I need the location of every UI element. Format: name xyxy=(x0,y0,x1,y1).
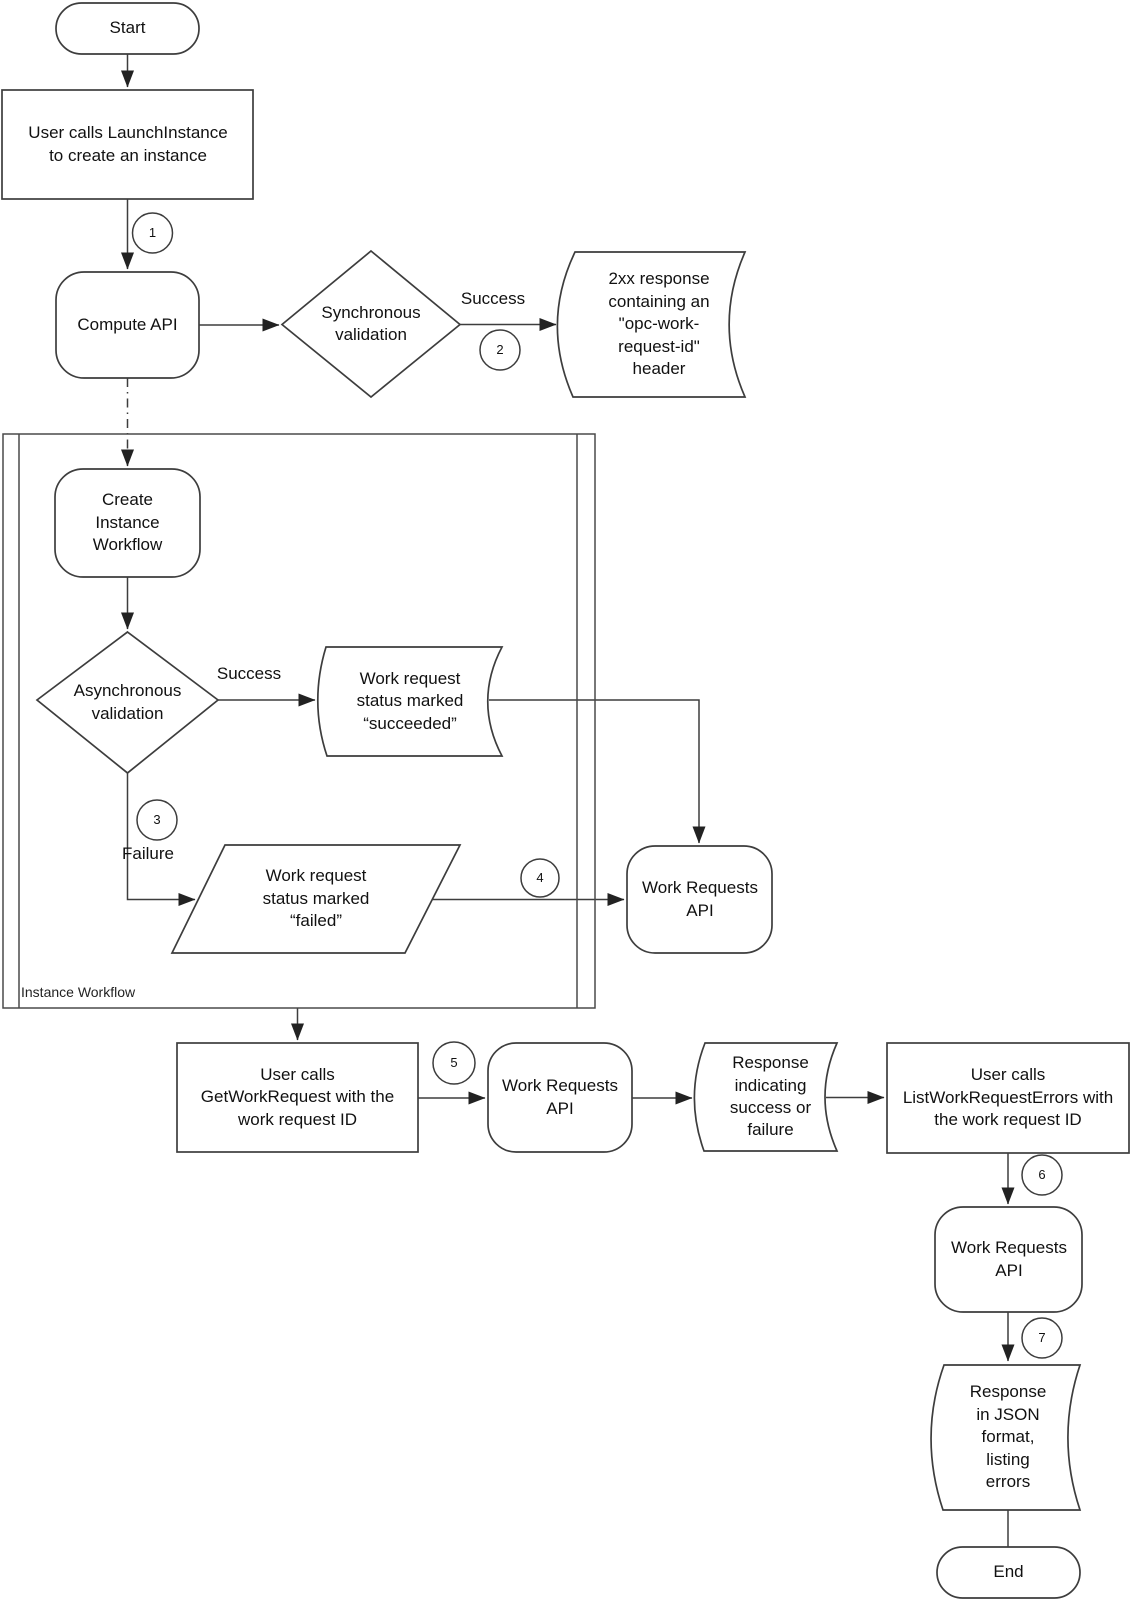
instance-workflow-container xyxy=(2,433,596,1009)
work-requests-api-1-shape xyxy=(626,845,773,954)
sync-validation-diamond xyxy=(280,249,462,399)
response-2xx-stored-data-shape xyxy=(556,251,747,398)
list-work-request-errors-shape xyxy=(886,1042,1130,1154)
start-label: Start xyxy=(109,18,146,38)
compute-api-label: Compute API xyxy=(77,314,178,334)
work-requests-api-3-label: Work Requests API xyxy=(951,1238,1067,1280)
step-marker-6: 6 xyxy=(1038,1167,1046,1183)
step-circle-6 xyxy=(1021,1154,1063,1196)
async-validation-diamond xyxy=(35,630,220,775)
get-work-request-shape xyxy=(176,1042,419,1153)
step-circle-4 xyxy=(520,858,560,898)
create-workflow-shape xyxy=(54,468,201,578)
end-label: End xyxy=(993,1562,1024,1582)
response-json-label: Response in JSON format, listing errors xyxy=(969,1382,1047,1492)
start-shape xyxy=(55,2,200,55)
response-json-stored-data-shape xyxy=(930,1364,1082,1511)
failed-label: Work request status marked “failed” xyxy=(262,866,370,931)
edge-label-success-sync: Success xyxy=(460,288,526,308)
get-work-request-label: User calls GetWorkRequest with the work … xyxy=(200,1064,395,1129)
response-2xx-label: 2xx response containing an "opc-work-req… xyxy=(608,269,710,379)
response-status-label: Response indicating success or failure xyxy=(729,1053,812,1140)
launch-instance-shape xyxy=(1,89,254,200)
end-shape xyxy=(936,1546,1081,1599)
step-marker-5: 5 xyxy=(450,1055,458,1071)
sync-validation-label: Synchronous validation xyxy=(321,302,421,344)
compute-api-shape xyxy=(55,271,200,379)
launch-instance-label: User calls LaunchInstance to create an i… xyxy=(28,123,228,165)
step-circle-7 xyxy=(1021,1317,1063,1359)
create-workflow-label: Create Instance Workflow xyxy=(92,490,163,555)
edge-label-success-async: Success xyxy=(216,663,282,683)
step-marker-7: 7 xyxy=(1038,1330,1046,1346)
list-work-request-errors-label: User calls ListWorkRequestErrors with th… xyxy=(902,1065,1114,1130)
step-marker-1: 1 xyxy=(148,225,157,241)
step-circle-5 xyxy=(432,1041,476,1085)
work-requests-api-1-label: Work Requests API xyxy=(642,878,758,920)
step-marker-2: 2 xyxy=(496,342,504,358)
step-marker-4: 4 xyxy=(536,870,544,886)
connector-succeeded-wrapi1 xyxy=(489,699,706,844)
connector-async-failed xyxy=(126,773,196,906)
step-marker-3: 3 xyxy=(153,812,161,828)
succeeded-label: Work request status marked “succeeded” xyxy=(356,668,464,733)
work-requests-api-2-label: Work Requests API xyxy=(502,1076,618,1118)
step-circle-3 xyxy=(136,799,178,841)
work-requests-api-3-shape xyxy=(934,1206,1083,1313)
response-status-stored-data-shape xyxy=(693,1042,839,1152)
instance-workflow-container-label: Instance Workflow xyxy=(21,984,136,1000)
async-validation-label: Asynchronous validation xyxy=(73,681,182,723)
succeeded-stored-data-shape xyxy=(317,646,504,757)
edge-label-failure: Failure xyxy=(122,843,174,863)
work-requests-api-2-shape xyxy=(487,1042,633,1153)
step-circle-1 xyxy=(131,212,174,254)
failed-parallelogram xyxy=(170,844,462,954)
step-circle-2 xyxy=(479,329,521,371)
